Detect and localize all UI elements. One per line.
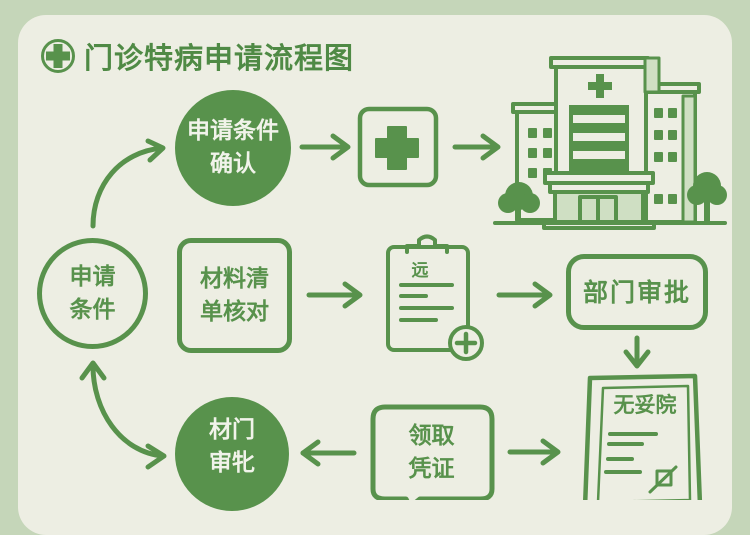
material-approval-node[interactable]: 材门 审牝 xyxy=(175,397,289,511)
arrow-right-icon xyxy=(299,133,351,161)
confirm-conditions-node[interactable]: 申请条件 确认 xyxy=(175,90,291,206)
certificate-label-wrap: 无妥院 xyxy=(602,388,688,420)
receive-voucher-node[interactable]: 领取 凭证 xyxy=(373,410,490,496)
arrow-right-icon xyxy=(306,281,363,309)
curved-double-arrow-icon xyxy=(79,360,167,470)
material-approval-label: 材门 审牝 xyxy=(209,417,255,476)
medical-plus-box-icon xyxy=(357,106,439,188)
clipboard-label-wrap: 远 xyxy=(405,256,435,281)
tree-icon xyxy=(498,182,540,223)
page-title: 门诊特病申请流程图 xyxy=(84,41,355,75)
clipboard-label: 远 xyxy=(411,260,429,281)
curved-arrow-up-right-icon xyxy=(90,138,166,229)
dept-approval-node[interactable]: 部门审批 xyxy=(566,254,708,330)
speech-bubble-shape xyxy=(370,404,495,500)
dept-approval-label: 部门审批 xyxy=(582,277,691,307)
apply-conditions-label: 申请 条件 xyxy=(69,263,116,323)
arrow-right-icon xyxy=(496,281,553,309)
apply-conditions-node[interactable]: 申请 条件 xyxy=(37,238,148,349)
plus-circle-icon xyxy=(41,39,75,73)
clipboard-add-icon xyxy=(386,234,484,361)
certificate-label: 无妥院 xyxy=(613,393,677,417)
flow-connectors xyxy=(79,56,727,500)
receive-voucher-label: 领取 凭证 xyxy=(408,423,455,482)
arrow-down-icon xyxy=(623,335,651,369)
material-check-node[interactable]: 材料清 单核对 xyxy=(177,238,292,353)
header: 门诊特病申请流程图 xyxy=(40,36,354,76)
arrow-right-icon xyxy=(507,438,561,466)
material-check-label: 材料清 单核对 xyxy=(200,265,269,325)
certificate-document-icon xyxy=(583,373,703,500)
arrow-left-icon xyxy=(300,439,357,467)
arrow-right-icon xyxy=(452,133,501,161)
confirm-conditions-label: 申请条件 确认 xyxy=(187,118,279,177)
tree-icon xyxy=(687,172,727,222)
